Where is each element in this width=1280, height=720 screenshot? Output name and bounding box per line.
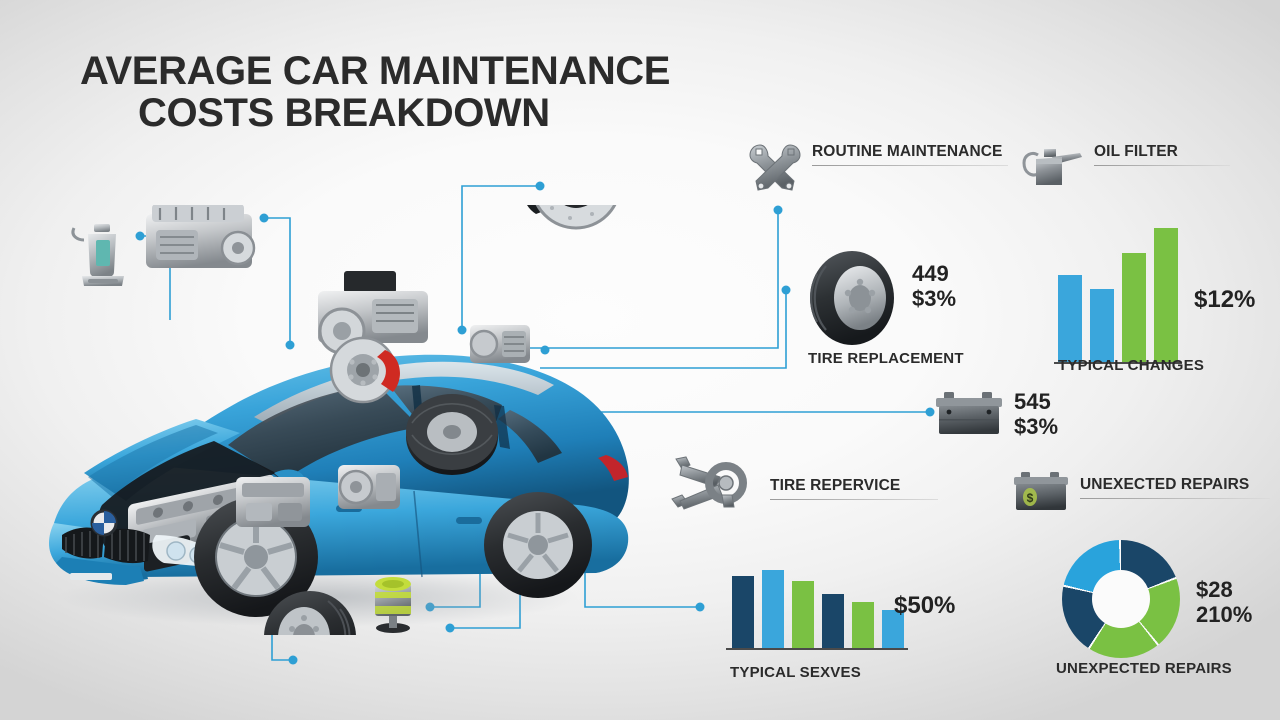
label-underline xyxy=(1094,165,1230,166)
label-unexected-repairs-text: UNEXECTED REPAIRS xyxy=(1080,476,1250,493)
chart-typical-changes xyxy=(1058,222,1186,362)
bar-3 xyxy=(792,581,814,648)
title-line-1: AVERAGE CAR MAINTENANCE xyxy=(80,49,671,93)
caption-unexpected-repairs: UNEXPECTED REPAIRS xyxy=(1056,660,1232,677)
unexpected-repairs-percent: 210% xyxy=(1196,601,1253,627)
svg-text:$: $ xyxy=(1027,491,1034,505)
label-tire-repervice-text: TIRE REPERVICE xyxy=(770,477,901,494)
crossed-wrenches-icon xyxy=(748,143,802,193)
chart-unexpected-repairs-donut xyxy=(1062,540,1180,658)
page-title: AVERAGE CAR MAINTENANCE COSTS BREAKDOWN xyxy=(80,50,720,135)
annotation-typical-changes: $12% xyxy=(1194,286,1256,313)
label-oil-filter: OIL FILTER xyxy=(1022,143,1230,189)
tire-replacement-value: 449 xyxy=(912,261,949,286)
stat-battery: 545 $3% xyxy=(1014,389,1059,439)
battery-percent: $3% xyxy=(1014,413,1059,439)
label-tire-repervice: TIRE REPERVICE xyxy=(668,455,938,511)
car-jack-icon xyxy=(668,455,760,511)
stat-tire-replacement: 449 $3% xyxy=(912,261,957,311)
battery-icon xyxy=(934,392,1006,436)
bar-2 xyxy=(762,570,784,648)
bar-1 xyxy=(732,576,754,648)
oil-filter-icon xyxy=(368,572,418,634)
bar-4 xyxy=(1154,228,1178,362)
bar-5 xyxy=(852,602,874,648)
car-illustration xyxy=(18,205,658,635)
unexpected-repairs-value: $28 xyxy=(1196,577,1233,602)
label-underline xyxy=(1080,498,1270,499)
label-routine-maintenance-text: ROUTINE MAINTENANCE xyxy=(812,143,1003,160)
bar-4 xyxy=(822,594,844,648)
oil-can-icon xyxy=(1022,147,1084,189)
chart-typical-sexves xyxy=(732,570,912,648)
label-underline xyxy=(812,165,1008,166)
bar-1 xyxy=(1058,275,1082,362)
battery-icon: $ xyxy=(1012,472,1070,512)
chart-axis-typical-changes xyxy=(1054,362,1182,364)
label-underline xyxy=(770,499,938,500)
title-line-2: COSTS BREAKDOWN xyxy=(138,91,550,136)
battery-value: 545 xyxy=(1014,389,1051,414)
bar-3 xyxy=(1122,253,1146,362)
label-oil-filter-text: OIL FILTER xyxy=(1094,143,1178,160)
oil-dispenser-icon xyxy=(68,222,140,292)
bar-6 xyxy=(882,610,904,648)
label-routine-maintenance: ROUTINE MAINTENANCE xyxy=(748,143,1008,193)
chart-axis-typical-sexves xyxy=(726,648,908,650)
caption-typical-changes: TYPICAL CHANGES xyxy=(1058,357,1205,374)
annotation-typical-sexves: $50% xyxy=(894,592,956,619)
caption-typical-sexves: TYPICAL SEXVES xyxy=(730,664,861,681)
stat-unexpected-repairs: $28 210% xyxy=(1196,577,1253,627)
donut-hole xyxy=(1092,570,1150,628)
tire-icon xyxy=(806,250,898,346)
label-unexected-repairs: $ UNEXECTED REPAIRS xyxy=(1012,470,1270,512)
bar-2 xyxy=(1090,289,1114,362)
caption-tire-replacement: TIRE REPLACEMENT xyxy=(808,350,964,367)
tire-replacement-percent: $3% xyxy=(912,285,957,311)
